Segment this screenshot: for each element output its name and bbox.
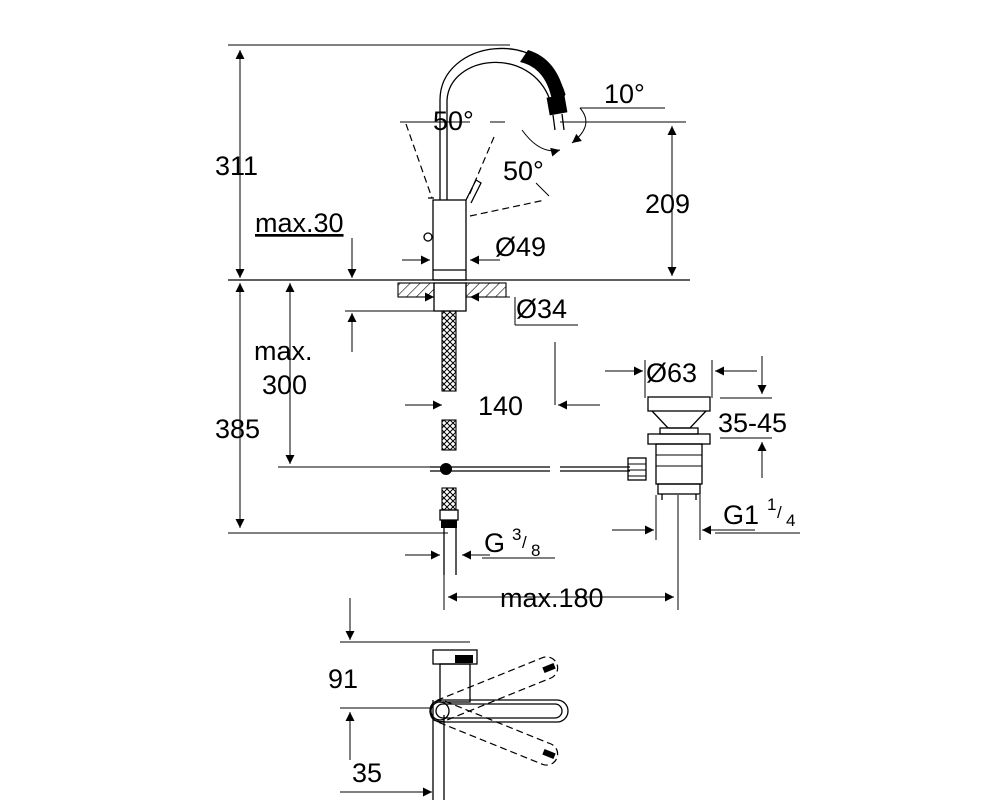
label-385: 385 [215, 414, 260, 444]
label-dia-63: Ø63 [646, 358, 697, 388]
label-35: 35 [352, 758, 382, 788]
dimension-labels: 311 max.30 50° 50° 10° 209 Ø49 Ø34 max. … [215, 79, 795, 788]
label-angle-handle: 50° [433, 106, 474, 136]
label-thread-g38-slash: / [522, 533, 527, 552]
label-thread-g1-den: 4 [786, 511, 795, 530]
label-thread-g1-num: 1 [767, 495, 776, 514]
label-angle-spout: 50° [503, 156, 544, 186]
label-91: 91 [328, 664, 358, 694]
label-thread-g1-slash: / [777, 503, 782, 522]
label-thread-g1: G1 [723, 500, 759, 530]
faucet-side-view [397, 47, 630, 575]
label-max-300-line1: max. [254, 336, 313, 366]
pop-up-waste [627, 396, 711, 500]
label-thread-g38-den: 8 [531, 541, 540, 560]
label-max-30: max.30 [255, 208, 344, 238]
label-dia-49: Ø49 [495, 232, 546, 262]
faucet-top-view [340, 598, 569, 800]
label-max-300-line2: 300 [262, 370, 307, 400]
label-311: 311 [215, 151, 258, 181]
label-140: 140 [478, 391, 523, 421]
label-angle-tilt: 10° [604, 79, 645, 109]
label-thread-g38-num: 3 [512, 525, 521, 544]
label-dia-34: Ø34 [516, 294, 567, 324]
label-thread-g38: G [484, 528, 505, 558]
label-max-180: max.180 [500, 583, 604, 613]
label-209: 209 [645, 189, 690, 219]
label-35-45: 35-45 [718, 408, 787, 438]
